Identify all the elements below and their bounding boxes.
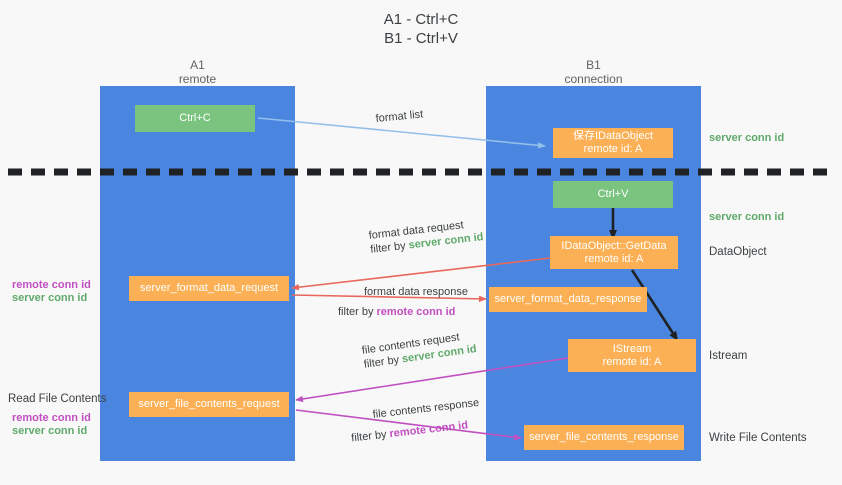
box-server-format-data-request-label: server_format_data_request [139, 282, 279, 294]
filter-by-prefix: filter by [338, 306, 377, 318]
box-istream-line-2: remote id: A [602, 355, 662, 368]
lane-header-a1-subtitle: remote [178, 72, 217, 86]
left-label-conn-pair-lower: remote conn id server conn id [12, 412, 91, 438]
box-idataobject-getdata[interactable]: IDataObject::GetData remote id: A [550, 236, 678, 269]
box-server-file-contents-request-label: server_file_contents_request [138, 398, 280, 410]
arrow-label-format-list-text: format list [375, 108, 424, 125]
remote-conn-id-value: remote conn id [388, 419, 469, 441]
box-server-format-data-response[interactable]: server_format_data_response [489, 287, 647, 312]
box-ctrl-c[interactable]: Ctrl+C [135, 105, 255, 132]
filter-by-prefix: filter by [369, 239, 410, 256]
right-label-server-conn-id-mid: server conn id [709, 211, 785, 223]
box-istream-line-1: IStream [612, 342, 652, 355]
title-line-2: B1 - Ctrl+V [384, 30, 458, 47]
left-label-server-conn-id-lower: server conn id [12, 425, 88, 437]
arrow-label-format-data-response: format data response filter by remote co… [338, 285, 468, 319]
left-label-conn-pair-upper: remote conn id server conn id [12, 279, 91, 305]
left-label-remote-conn-id-lower: remote conn id [12, 412, 91, 424]
right-label-dataobject: DataObject [709, 246, 767, 258]
box-getdata-line-2: remote id: A [584, 252, 644, 265]
filter-by-prefix: filter by [350, 428, 391, 445]
box-ctrl-v[interactable]: Ctrl+V [553, 181, 673, 208]
arrow-label-format-data-response-line-1: format data response [364, 286, 468, 298]
lane-header-b1-subtitle: connection [564, 72, 623, 86]
box-server-format-data-response-label: server_format_data_response [494, 293, 642, 305]
arrow-label-file-contents-response-line-2: filter by remote conn id [351, 417, 483, 446]
lane-header-b1-title: B1 [586, 58, 601, 72]
remote-conn-id-value: remote conn id [376, 306, 456, 318]
arrow-label-format-data-request: format data request filter by server con… [368, 216, 484, 257]
right-label-write-file-contents: Write File Contents [709, 432, 807, 444]
arrow-label-format-data-response-line-2: filter by remote conn id [338, 305, 468, 319]
box-server-file-contents-response-label: server_file_contents_response [529, 431, 679, 443]
left-label-remote-conn-id-upper: remote conn id [12, 279, 91, 291]
title-line-1: A1 - Ctrl+C [383, 11, 459, 28]
arrow-label-file-contents-response: file contents response filter by remote … [351, 396, 482, 445]
left-label-read-file-contents: Read File Contents [8, 393, 107, 405]
filter-by-prefix: filter by [363, 353, 403, 371]
box-getdata-line-1: IDataObject::GetData [561, 239, 667, 252]
box-istream[interactable]: IStream remote id: A [568, 339, 696, 372]
right-label-server-conn-id-top: server conn id [709, 132, 785, 144]
box-idataobject-line-2: remote id: A [583, 143, 643, 155]
box-ctrl-v-label: Ctrl+V [597, 188, 629, 200]
box-server-file-contents-request[interactable]: server_file_contents_request [129, 392, 289, 417]
box-idataobject[interactable]: 保存IDataObject remote id: A [553, 128, 673, 158]
arrow-label-file-contents-request: file contents request filter by server c… [361, 328, 478, 372]
arrow-label-format-list: format list [375, 107, 424, 126]
box-server-file-contents-response[interactable]: server_file_contents_response [524, 425, 684, 450]
lane-header-b1: B1 connection [486, 58, 701, 86]
lane-header-a1-title: A1 [190, 58, 205, 72]
left-label-server-conn-id-upper: server conn id [12, 292, 88, 304]
box-idataobject-line-1: 保存IDataObject [572, 130, 654, 142]
right-label-istream: Istream [709, 350, 748, 362]
page-title: A1 - Ctrl+C B1 - Ctrl+V [0, 10, 842, 48]
box-ctrl-c-label: Ctrl+C [179, 112, 211, 124]
lane-header-a1: A1 remote [100, 58, 295, 86]
box-server-format-data-request[interactable]: server_format_data_request [129, 276, 289, 301]
